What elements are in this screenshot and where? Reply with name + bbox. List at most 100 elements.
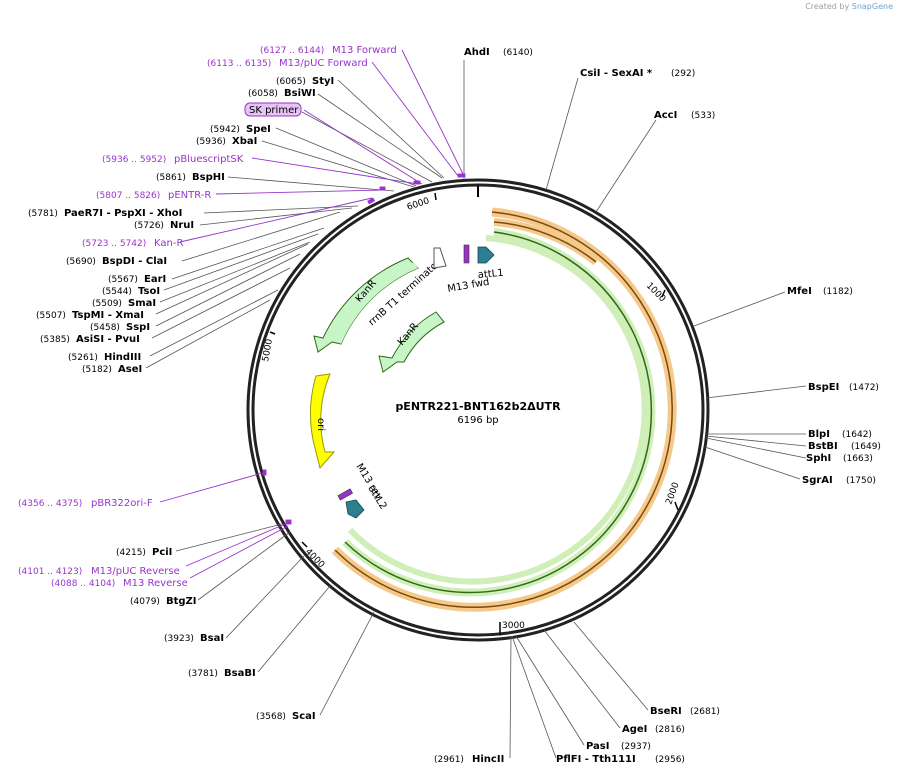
backbone bbox=[246, 178, 710, 642]
site-labels-left: (6065) StyI (6058) BsiWI (5942) SpeI (59… bbox=[28, 76, 334, 722]
site-bsiwi-pos: (6058) bbox=[248, 89, 278, 99]
primer-labels: (6127 .. 6144) M13 Forward (6113 .. 6135… bbox=[18, 45, 397, 589]
site-blpi-name: BlpI bbox=[808, 429, 830, 440]
rrnb-terminator-arrow bbox=[336, 262, 418, 344]
primer-pbluescriptsk-pos: (5936 .. 5952) bbox=[102, 155, 166, 165]
orf-arcs bbox=[331, 207, 677, 612]
site-pasi-name: PasI bbox=[586, 741, 609, 752]
site-bspei-pos: (1472) bbox=[849, 383, 879, 393]
site-sgrai-name: SgrAI bbox=[802, 475, 833, 486]
primer-pbluescriptsk-name: pBluescriptSK bbox=[174, 154, 244, 165]
site-bspdi-name: BspDI - ClaI bbox=[102, 256, 167, 267]
site-eari-name: EarI bbox=[144, 274, 166, 285]
site-bsphi-pos: (5861) bbox=[156, 173, 186, 183]
site-nrui-name: NruI bbox=[170, 220, 194, 231]
site-bseri-pos: (2681) bbox=[690, 707, 720, 717]
site-csii-pos: (292) bbox=[671, 69, 695, 79]
ori-label: ori bbox=[315, 418, 326, 431]
site-asisi-name: AsiSI - PvuI bbox=[76, 334, 140, 345]
site-ahdi-pos: (6140) bbox=[503, 48, 533, 58]
site-mfei-pos: (1182) bbox=[823, 287, 853, 297]
primer-leader-lines bbox=[159, 49, 466, 579]
primer-pentr-r-name: pENTR-R bbox=[168, 190, 211, 201]
primer-m13-reverse-name: M13 Reverse bbox=[123, 578, 188, 589]
site-bspdi-pos: (5690) bbox=[66, 257, 96, 267]
sk-primer-badge bbox=[244, 102, 302, 117]
site-paer7i-pos: (5781) bbox=[28, 209, 58, 219]
site-bsabi-pos: (3781) bbox=[188, 669, 218, 679]
site-bsphi-name: BspHI bbox=[192, 172, 225, 183]
tick-4000: 4000 bbox=[303, 547, 326, 570]
site-asei-name: AseI bbox=[118, 364, 142, 375]
site-paer7i-name: PaeR7I - PspXI - XhoI bbox=[64, 208, 182, 219]
site-spei-pos: (5942) bbox=[210, 125, 240, 135]
primer-m13puc-forward-name: M13/pUC Forward bbox=[279, 58, 368, 69]
site-eari-pos: (5567) bbox=[108, 275, 138, 285]
site-labels-right: AhdI (6140) CsiI - SexAI * (292) AccI (5… bbox=[434, 47, 881, 765]
site-nrui-pos: (5726) bbox=[134, 221, 164, 231]
site-smai-pos: (5509) bbox=[92, 299, 122, 309]
features: KanR KanR rrnB T1 terminator ori M13 fwd… bbox=[310, 244, 504, 519]
attl2-arrow bbox=[345, 499, 365, 519]
site-bsabi-name: BsaBI bbox=[224, 668, 256, 679]
attl1-label: attL1 bbox=[477, 268, 504, 281]
credit-prefix: Created by bbox=[805, 2, 850, 11]
primer-m13-forward-pos: (6127 .. 6144) bbox=[260, 46, 324, 56]
site-sspi-name: SspI bbox=[126, 322, 150, 333]
site-pcii-pos: (4215) bbox=[116, 548, 146, 558]
ori-arrow bbox=[310, 373, 336, 470]
site-csii-name: CsiI - SexAI * bbox=[580, 68, 653, 79]
site-xbai-pos: (5936) bbox=[196, 137, 226, 147]
plasmid-name: pENTR221-BNT162b2ΔUTR bbox=[395, 400, 561, 413]
site-pcii-name: PciI bbox=[152, 547, 172, 558]
tick-6000: 6000 bbox=[406, 196, 431, 213]
snapgene-credit: Created by SnapGene bbox=[805, 2, 893, 11]
orf-green-arc-inner bbox=[347, 235, 648, 585]
site-bspei-name: BspEI bbox=[808, 382, 839, 393]
site-sgrai-pos: (1750) bbox=[846, 476, 876, 486]
primer-m13-forward-name: M13 Forward bbox=[332, 45, 397, 56]
site-pasi-pos: (2937) bbox=[621, 742, 651, 752]
primer-m13puc-reverse-name: M13/pUC Reverse bbox=[91, 566, 180, 577]
site-spei-name: SpeI bbox=[246, 124, 271, 135]
site-acci-pos: (533) bbox=[691, 111, 715, 121]
site-btgzi-name: BtgZI bbox=[166, 596, 197, 607]
rrnb-terminator-shape bbox=[433, 247, 447, 269]
site-tspmi-name: TspMI - XmaI bbox=[72, 310, 144, 321]
primer-m13puc-reverse-pos: (4101 .. 4123) bbox=[18, 567, 82, 577]
site-smai-name: SmaI bbox=[128, 298, 156, 309]
m13-fwd-primer-mark bbox=[463, 244, 470, 264]
primer-kan-r-pos: (5723 .. 5742) bbox=[82, 239, 146, 249]
site-bstbi-name: BstBI bbox=[808, 441, 838, 452]
site-asisi-pos: (5385) bbox=[40, 335, 70, 345]
primer-pbr322ori-f-name: pBR322ori-F bbox=[91, 498, 153, 509]
site-styi-pos: (6065) bbox=[276, 77, 306, 87]
site-pflfi-name: PflFI - Tth111I bbox=[556, 754, 636, 765]
site-scai-name: ScaI bbox=[292, 711, 316, 722]
site-asei-pos: (5182) bbox=[82, 365, 112, 375]
primer-sk-name: SK primer bbox=[249, 105, 299, 116]
site-bsiwi-name: BsiWI bbox=[284, 88, 316, 99]
tick-5000: 5000 bbox=[261, 338, 275, 363]
tick-2000: 2000 bbox=[664, 481, 681, 506]
site-xbai-name: XbaI bbox=[232, 136, 257, 147]
site-sspi-pos: (5458) bbox=[90, 323, 120, 333]
site-agei-pos: (2816) bbox=[655, 725, 685, 735]
site-leader-lines bbox=[145, 60, 807, 759]
primer-m13-reverse-pos: (4088 .. 4104) bbox=[51, 579, 115, 589]
site-mfei-name: MfeI bbox=[787, 286, 812, 297]
tick-3000: 3000 bbox=[502, 621, 525, 631]
kanr-inner-arrow bbox=[378, 311, 445, 373]
site-bstbi-pos: (1649) bbox=[851, 442, 881, 452]
site-btgzi-pos: (4079) bbox=[130, 597, 160, 607]
site-tsoi-pos: (5544) bbox=[102, 287, 132, 297]
primer-m13puc-forward-pos: (6113 .. 6135) bbox=[207, 59, 271, 69]
site-sphi-pos: (1663) bbox=[843, 454, 873, 464]
site-tspmi-pos: (5507) bbox=[36, 311, 66, 321]
attl1-arrow bbox=[477, 246, 495, 264]
site-hincii-name: HincII bbox=[472, 754, 504, 765]
site-ahdi-name: AhdI bbox=[464, 47, 490, 58]
site-hincii-pos: (2961) bbox=[434, 755, 464, 765]
attl2-label: attL2 bbox=[365, 484, 388, 512]
